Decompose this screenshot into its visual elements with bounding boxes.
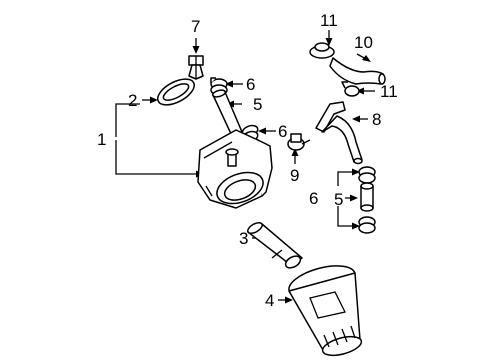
hose-clamp-set-part (358, 166, 376, 234)
callout-9: 9 (290, 166, 300, 185)
water-pipe-part (315, 101, 363, 165)
oil-cooler-housing-part (197, 129, 273, 209)
callout-3: 3 (239, 229, 249, 248)
callout-4: 4 (265, 291, 275, 310)
bolt-part (188, 55, 204, 80)
callout-7: 7 (191, 17, 201, 36)
callout-11-lower: 11 (380, 82, 398, 101)
callout-10: 10 (354, 33, 373, 52)
oil-filter-part (288, 265, 363, 357)
callout-6-set: 6 (309, 189, 319, 208)
hose-upper-part (211, 89, 243, 137)
connector-pipe-part (247, 221, 303, 269)
clamp-lower-part (341, 81, 360, 97)
callout-8: 8 (372, 110, 382, 129)
clamp-upper-part (309, 42, 335, 59)
callout-5-lower: 5 (334, 190, 344, 209)
callout-11-upper: 11 (320, 11, 338, 30)
leader-lines (115, 30, 375, 301)
callout-6-middle: 6 (278, 122, 288, 141)
callout-6-top: 6 (246, 75, 256, 94)
gasket-part (156, 78, 196, 106)
water-hose-part (329, 57, 386, 85)
callout-2: 2 (128, 91, 138, 110)
union-bolt-part (287, 133, 311, 151)
callout-1: 1 (97, 130, 107, 149)
callout-5-upper: 5 (253, 95, 263, 114)
